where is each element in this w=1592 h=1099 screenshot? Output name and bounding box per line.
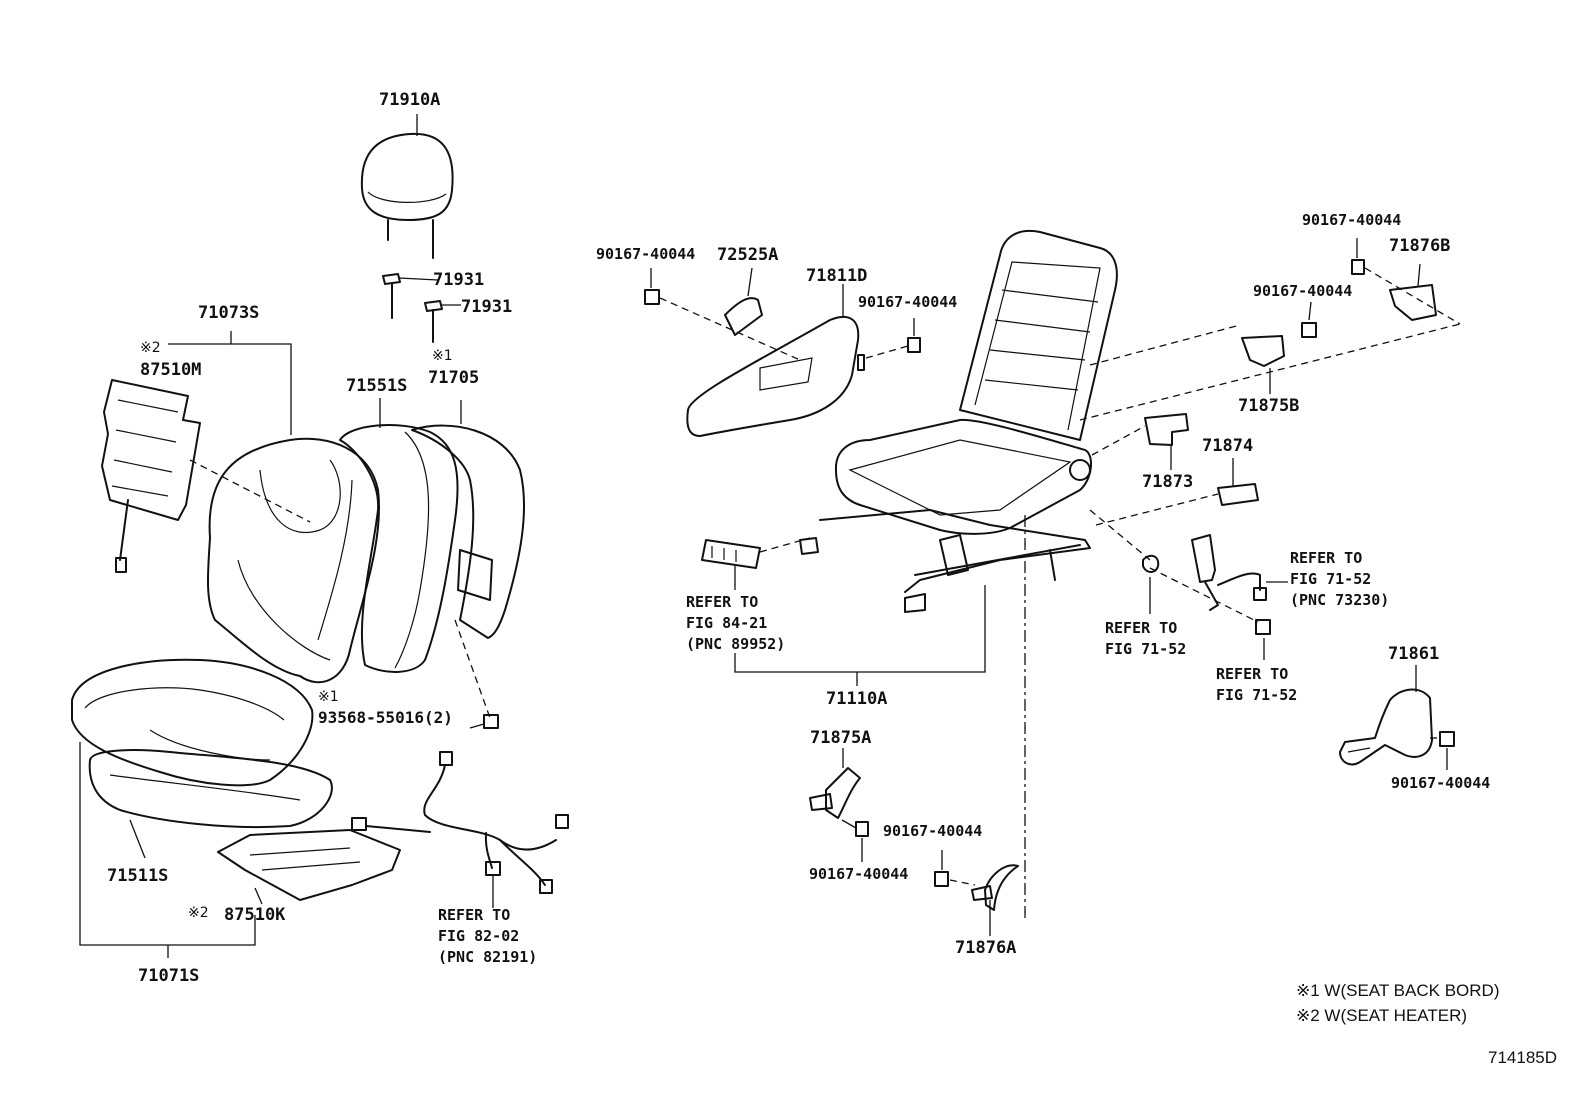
shield-71811d — [686, 315, 865, 437]
ref-switch: REFER TO FIG 84-21 (PNC 89952) — [686, 593, 786, 653]
ref-nut: REFER TO FIG 71-52 — [1216, 665, 1298, 704]
label-headrest-support-lower: 71931 — [461, 297, 513, 317]
label-bolt-b: 90167-40044 — [858, 293, 958, 311]
label-bolt-e: 90167-40044 — [883, 822, 983, 840]
seat-belt-buckle — [1191, 534, 1267, 611]
mark-screw: ※1 — [318, 689, 339, 705]
label-bolt-d: 90167-40044 — [1253, 282, 1353, 300]
cushion-heater — [217, 829, 401, 901]
label-back-board: 71705 — [428, 368, 480, 388]
mark-heater-cushion: ※2 — [188, 905, 209, 921]
figure-number: 714185D — [1488, 1048, 1558, 1067]
label-cover-72525a: 72525A — [717, 245, 779, 265]
bolt-f — [934, 871, 949, 887]
label-frame-71110a: 71110A — [826, 689, 888, 709]
label-cushion-cover-assy: 71071S — [138, 966, 200, 986]
label-cover-71875a: 71875A — [810, 728, 872, 748]
label-back-cover-assy: 71073S — [198, 303, 260, 323]
label-cushion-heater: 87510K — [224, 905, 286, 925]
label-back-heater: 87510M — [140, 360, 202, 380]
label-bolt-f: 90167-40044 — [809, 865, 909, 883]
nut — [1255, 619, 1271, 635]
cover-71875b — [1241, 335, 1285, 367]
bolt-d — [1301, 322, 1317, 338]
note-seat-back-board: ※1 W(SEAT BACK BORD) — [1296, 981, 1500, 1000]
label-clip-71873: 71873 — [1142, 472, 1194, 492]
note-seat-heater: ※2 W(SEAT HEATER) — [1296, 1006, 1468, 1025]
seat-cushion — [71, 658, 333, 829]
ref-ring: REFER TO FIG 71-52 — [1105, 619, 1187, 658]
mark-back-board: ※1 — [432, 348, 453, 364]
cover-71861 — [1339, 688, 1433, 766]
ring — [1142, 554, 1160, 573]
label-shield-71811d: 71811D — [806, 266, 868, 286]
label-headrest: 71910A — [379, 90, 441, 110]
mark-heater-back: ※2 — [140, 340, 161, 356]
cover-71875a — [809, 767, 861, 819]
wire-harness — [351, 751, 569, 894]
headrest — [360, 132, 454, 259]
label-bolt-g: 90167-40044 — [1391, 774, 1491, 792]
label-cushion-pad: 71511S — [107, 866, 169, 886]
cover-72525a — [724, 297, 763, 336]
label-clip-71874: 71874 — [1202, 436, 1254, 456]
bolt-e — [855, 821, 869, 837]
label-back-pad: 71551S — [346, 376, 408, 396]
back-heater — [101, 379, 201, 573]
ref-wiring: REFER TO FIG 82-02 (PNC 82191) — [438, 906, 538, 966]
label-cover-71876b: 71876B — [1389, 236, 1451, 256]
seat-back-board — [411, 424, 525, 639]
cover-71876a — [971, 864, 1019, 911]
clip-71874 — [1217, 483, 1259, 506]
bolt-c — [1351, 259, 1365, 275]
label-bolt-a: 90167-40044 — [596, 245, 696, 263]
label-cover-71876a: 71876A — [955, 938, 1017, 958]
cover-71876b — [1389, 284, 1437, 321]
bolt-b — [907, 337, 921, 353]
ref-buckle: REFER TO FIG 71-52 (PNC 73230) — [1290, 549, 1390, 609]
label-cover-71875b: 71875B — [1238, 396, 1300, 416]
label-screw: 93568-55016(2) — [318, 708, 453, 727]
seat-frame — [799, 230, 1118, 613]
power-seat-switch — [701, 539, 761, 569]
label-cover-71861: 71861 — [1388, 644, 1440, 664]
label-bolt-c: 90167-40044 — [1302, 211, 1402, 229]
clip-71873 — [1144, 413, 1189, 446]
bolt-a — [644, 289, 660, 305]
seat-back-pad — [339, 424, 459, 673]
bolt-g — [1439, 731, 1455, 747]
label-headrest-support-upper: 71931 — [433, 270, 485, 290]
headrest-support — [382, 273, 443, 343]
seat-back-cover — [207, 437, 380, 684]
